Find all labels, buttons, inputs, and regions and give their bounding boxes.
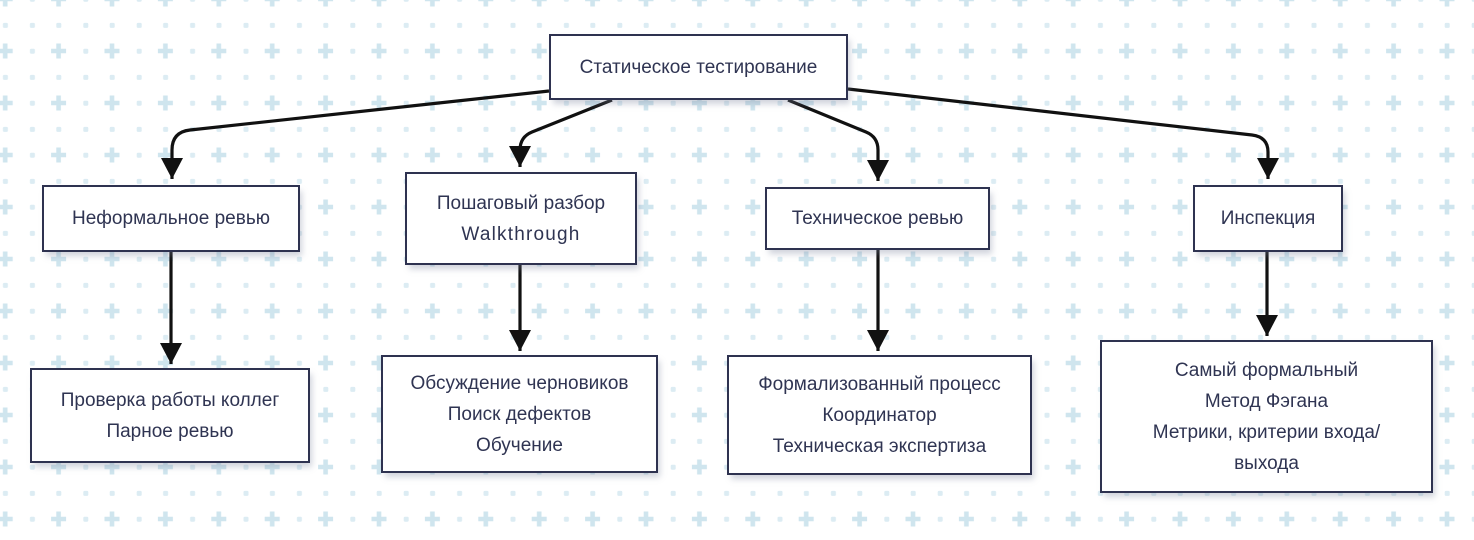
node-informal-review-label: Неформальное ревью [72,208,270,229]
node-informal-review-details: Проверка работы коллег Парное ревью [30,368,310,463]
detail-line: Самый формальный [1174,359,1359,381]
connectors [160,87,1279,364]
detail-line: Поиск дефектов [447,403,592,425]
node-informal-review: Неформальное ревью [42,185,300,252]
node-walkthrough-details: Обсуждение черновиков Поиск дефектов Обу… [381,355,658,473]
detail-line: Обсуждение черновиков [410,372,629,394]
detail-line: выхода [1234,452,1299,474]
node-inspection-details: Самый формальный Метод Фэгана Метрики, к… [1100,340,1433,493]
arrow-root-to-walkthrough [509,98,613,167]
node-inspection: Инспекция [1193,185,1343,252]
node-walkthrough-label-en: Walkthrough [461,223,581,245]
arrow-root-to-technical-review [787,98,889,181]
node-static-testing-label: Статическое тестирование [579,56,818,78]
node-technical-review-label: Техническое ревью [791,208,964,229]
detail-line: Координатор [822,404,937,426]
detail-line: Обучение [476,434,563,456]
node-inspection-label: Инспекция [1220,208,1316,229]
detail-line: Метрики, критерии входа/ [1152,421,1381,443]
detail-line: Метод Фэгана [1204,390,1329,412]
node-technical-review: Техническое ревью [765,187,990,250]
detail-line: Проверка работы коллег [60,389,280,411]
node-walkthrough-label-ru: Пошаговый разбор [436,192,606,214]
arrow-root-to-inspection [847,87,1279,179]
node-walkthrough: Пошаговый разбор Walkthrough [405,172,637,265]
node-static-testing: Статическое тестирование [549,34,848,100]
detail-line: Парное ревью [106,420,234,442]
detail-line: Техническая экспертиза [772,435,987,457]
detail-line: Формализованный процесс [758,373,1001,395]
arrow-root-to-informal-review [161,89,550,179]
node-technical-review-details: Формализованный процесс Координатор Техн… [727,355,1032,475]
